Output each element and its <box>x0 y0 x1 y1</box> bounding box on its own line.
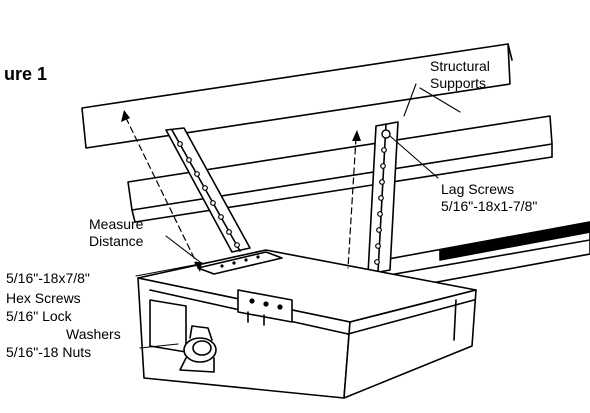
lock-washers-label-line2: Washers <box>66 326 121 342</box>
opener-body <box>137 249 477 399</box>
figure-label: ure 1 <box>4 64 48 84</box>
lag-screws-label-line1: Lag Screws <box>441 181 515 197</box>
structural-supports-label-line1: Structural <box>430 58 490 74</box>
lock-washers-label-line1: 5/16" Lock <box>6 308 72 324</box>
light-socket-icon <box>179 325 217 373</box>
lag-screws-label-line2: 5/16"-18x1-7/8" <box>441 198 538 214</box>
hex-screws-label-line2: Hex Screws <box>6 290 81 306</box>
structural-supports-label-line2: Supports <box>430 75 487 91</box>
leader-lines <box>135 83 461 349</box>
upper-structural-beam <box>81 43 513 149</box>
measure-distance-label-line2: Distance <box>89 233 144 249</box>
lower-structural-beam <box>127 115 553 223</box>
lag-screw-icon <box>381 129 391 139</box>
right-hanging-strap <box>367 121 399 275</box>
measure-lines <box>121 110 361 272</box>
nuts-label: 5/16"-18 Nuts <box>6 344 92 360</box>
hex-screws-label-line1: 5/16"-18x7/8" <box>6 270 90 286</box>
door-rail <box>371 221 590 295</box>
left-hanging-strap <box>165 127 251 253</box>
measure-distance-label-line1: Measure <box>89 216 144 232</box>
